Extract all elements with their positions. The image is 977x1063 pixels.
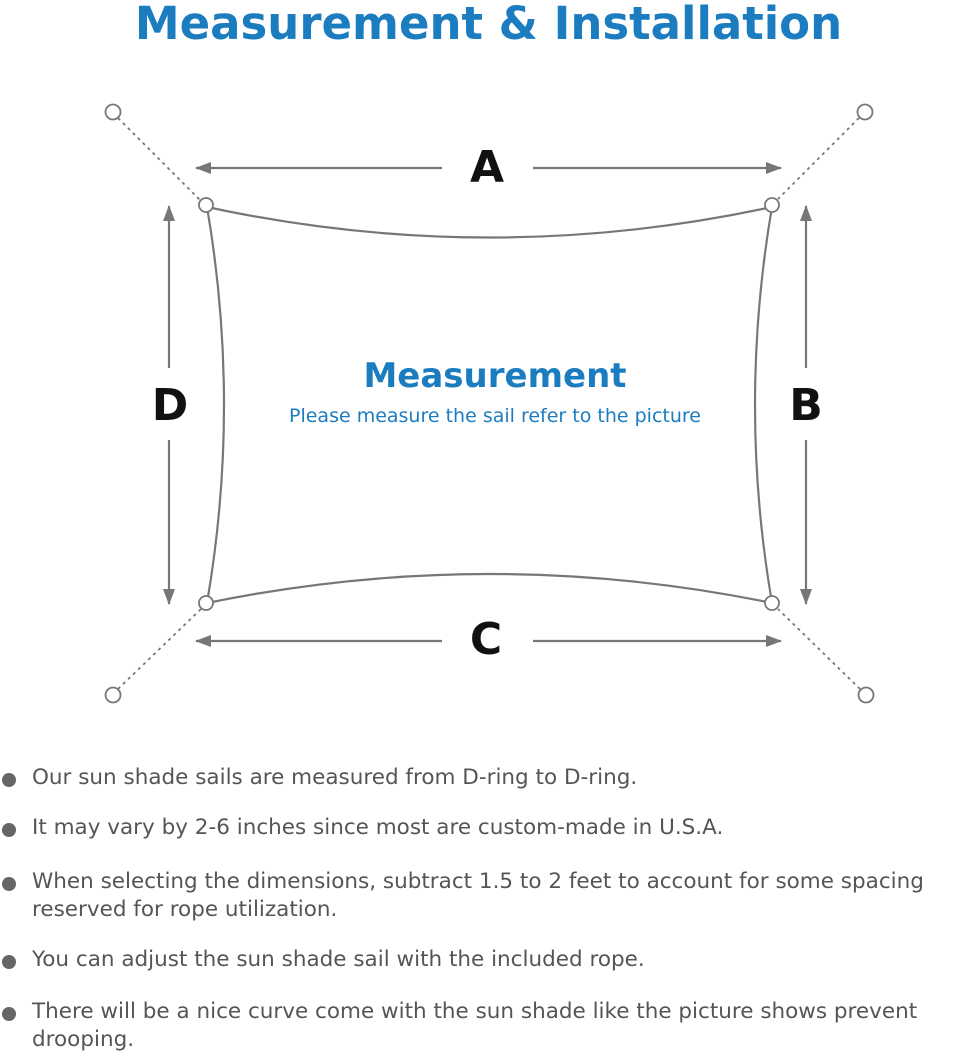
list-item: Our sun shade sails are measured from D-… (0, 764, 977, 792)
diagram-center-subtitle: Please measure the sail refer to the pic… (289, 405, 701, 427)
d-ring-top-right (764, 197, 780, 213)
list-item: When selecting the dimensions, subtract … (0, 868, 977, 924)
sail-measurement-diagram: A C D B Measurement Please measure the s… (104, 103, 875, 704)
anchor-bottom-right (857, 686, 875, 704)
note-text: There will be a nice curve come with the… (32, 999, 918, 1052)
bullet-icon (2, 955, 16, 969)
bullet-icon (2, 773, 16, 787)
bullet-icon (2, 1007, 16, 1021)
list-item: There will be a nice curve come with the… (0, 998, 977, 1054)
dimension-c-label: C (470, 614, 502, 665)
note-text: Our sun shade sails are measured from D-… (32, 765, 638, 790)
note-text: You can adjust the sun shade sail with t… (32, 947, 645, 972)
d-ring-bottom-right (764, 595, 780, 611)
d-ring-bottom-left (198, 595, 214, 611)
page-title: Measurement & Installation (134, 0, 843, 50)
dimension-b-label: B (789, 380, 823, 431)
note-text: When selecting the dimensions, subtract … (32, 869, 924, 922)
bullet-icon (2, 877, 16, 891)
dimension-d-label: D (152, 380, 189, 431)
anchor-top-right (856, 103, 874, 121)
list-item: It may vary by 2-6 inches since most are… (0, 814, 977, 842)
rope-bottom-right (777, 608, 861, 690)
dimension-a-label: A (470, 142, 504, 193)
diagram-center-title: Measurement (363, 356, 626, 396)
rope-bottom-left (117, 608, 202, 690)
list-item: You can adjust the sun shade sail with t… (0, 946, 977, 974)
anchor-top-left (104, 103, 122, 121)
note-text: It may vary by 2-6 inches since most are… (32, 815, 724, 840)
d-ring-top-left (198, 197, 214, 213)
rope-top-right (777, 117, 860, 200)
bullet-icon (2, 823, 16, 837)
anchor-bottom-left (104, 686, 122, 704)
notes-list: Our sun shade sails are measured from D-… (0, 764, 977, 1054)
rope-top-left (117, 117, 201, 201)
